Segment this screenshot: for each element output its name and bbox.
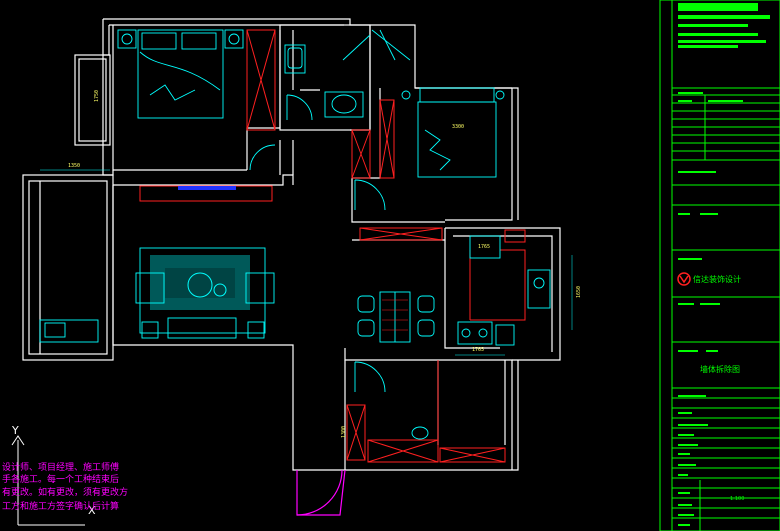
window-strip bbox=[178, 186, 236, 190]
dim-top-left-span: 1350 bbox=[68, 163, 80, 169]
drawing-name: 墙体拆除图 bbox=[700, 364, 740, 374]
furniture bbox=[39, 29, 551, 440]
dimensions: 1750 1350 3300 1765 1765 1650 1300 bbox=[68, 90, 582, 438]
company-name: 信达装饰设计 bbox=[693, 274, 741, 284]
dim-bedroom-right: 3300 bbox=[452, 124, 464, 130]
drawing-scale: 1:100 bbox=[730, 496, 744, 502]
dimension-lines bbox=[40, 169, 573, 356]
title-block bbox=[659, 0, 780, 531]
dining-table bbox=[382, 299, 408, 331]
note-line-4: 工方和施工方签字确认后计算 bbox=[2, 502, 120, 512]
company-logo bbox=[677, 272, 691, 286]
dim-kitchen-b: 1765 bbox=[472, 347, 484, 353]
note-line-1: 设计师、项目经理、施工师傅 bbox=[2, 463, 120, 473]
ucs-y-label: Y bbox=[11, 424, 19, 437]
dim-bedroom-left: 1750 bbox=[94, 90, 100, 102]
entry-door bbox=[296, 469, 346, 516]
rug-texture bbox=[150, 255, 250, 310]
ucs-x-label: X bbox=[88, 504, 96, 517]
title-block-fills bbox=[678, 3, 770, 526]
dim-bath: 1300 bbox=[341, 426, 347, 438]
dim-kitchen-a: 1765 bbox=[478, 244, 490, 250]
note-line-3: 有更改。如有更改，须有更改方 bbox=[2, 488, 129, 498]
dim-kitchen-right: 1650 bbox=[576, 286, 582, 298]
demolition-walls bbox=[139, 29, 526, 463]
ucs-icon bbox=[11, 435, 85, 526]
note-line-2: 手各施工。每一个工种结束后 bbox=[2, 475, 120, 485]
